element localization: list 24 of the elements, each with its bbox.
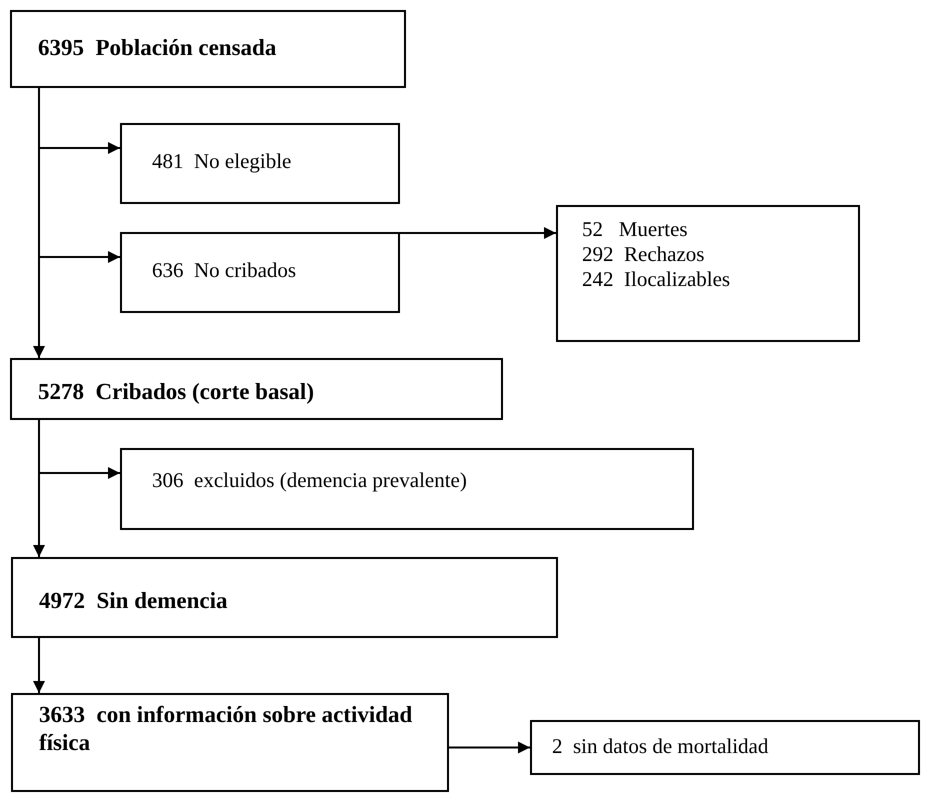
box-text: 292 Rechazos (582, 242, 706, 268)
box-text: 481 No elegible (152, 149, 292, 174)
arrow (449, 742, 530, 754)
box-text: 2 sin datos de mortalidad (552, 734, 770, 760)
flow-box (10, 358, 503, 420)
box-text: 306 excluidos (demencia prevalente) (152, 468, 468, 494)
box-text: 6395 Población censada (38, 34, 278, 62)
arrow (33, 638, 45, 693)
flow-box (10, 10, 406, 88)
box-text: 4972 Sin demencia (39, 587, 228, 615)
flow-box (120, 232, 400, 313)
flow-box (11, 557, 558, 638)
arrow (400, 227, 556, 239)
flow-box (120, 448, 694, 530)
flow-box (11, 693, 449, 792)
flow-box (556, 205, 860, 342)
flow-box (120, 123, 400, 204)
box-text: 242 Ilocalizables (582, 267, 732, 293)
box-text: 636 No cribados (152, 258, 298, 284)
arrow (33, 88, 45, 358)
box-text: 5278 Cribados (corte basal) (38, 378, 315, 406)
box-text: 3633 con información sobre actividad física (39, 701, 414, 756)
box-text: 52 Muertes (582, 217, 689, 242)
flow-box (530, 720, 920, 775)
